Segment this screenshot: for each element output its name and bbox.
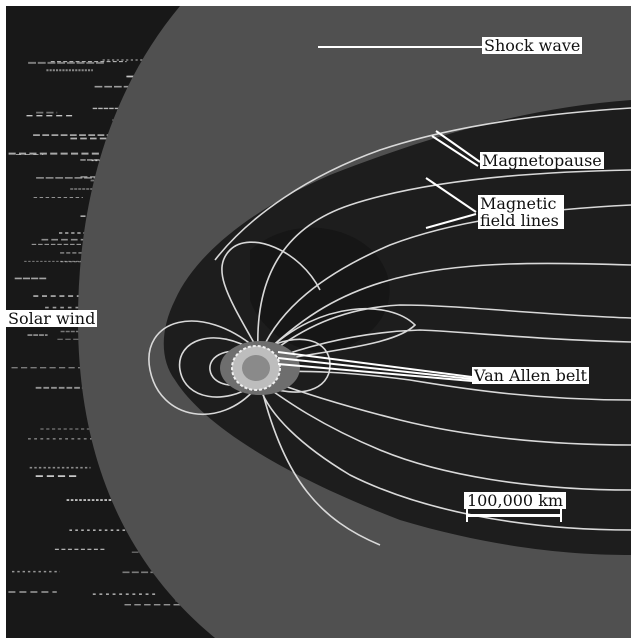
- shock-wave-label: Shock wave: [482, 36, 583, 55]
- earth-core: [242, 355, 270, 381]
- field-line: [267, 304, 632, 356]
- field-line: [269, 370, 632, 401]
- dipole-loop: [178, 337, 257, 398]
- dipole-loop: [148, 320, 259, 415]
- van-allen-leader: [277, 351, 473, 382]
- solar-wind-label: Solar wind: [6, 309, 98, 328]
- dipole-loop: [261, 338, 331, 393]
- scale-bar-tick-left: [466, 508, 468, 522]
- scale-bar: 100,000 km: [464, 492, 566, 526]
- field-lines-leader: [425, 177, 477, 229]
- field-line: [263, 384, 632, 491]
- dipole-loop: [265, 307, 417, 361]
- field-line: [257, 169, 632, 351]
- scale-bar-tick-right: [560, 508, 562, 522]
- scale-bar-label: 100,000 km: [464, 492, 566, 509]
- magnetic-field-lines-label: Magnetic field lines: [478, 195, 564, 229]
- magnetopause-label: Magnetopause: [480, 151, 604, 170]
- dipole-loop: [221, 241, 321, 351]
- field-line: [267, 379, 632, 446]
- magnetopause-line: [214, 107, 632, 261]
- leader-lines: [277, 46, 482, 382]
- field-line: [259, 387, 632, 531]
- scale-bar-line: [466, 514, 562, 517]
- van-allen-belt-label: Van Allen belt: [472, 366, 589, 385]
- field-line: [269, 329, 632, 361]
- magnetopause-leader: [431, 130, 481, 167]
- field-line: [265, 262, 632, 353]
- field-line: [261, 389, 381, 546]
